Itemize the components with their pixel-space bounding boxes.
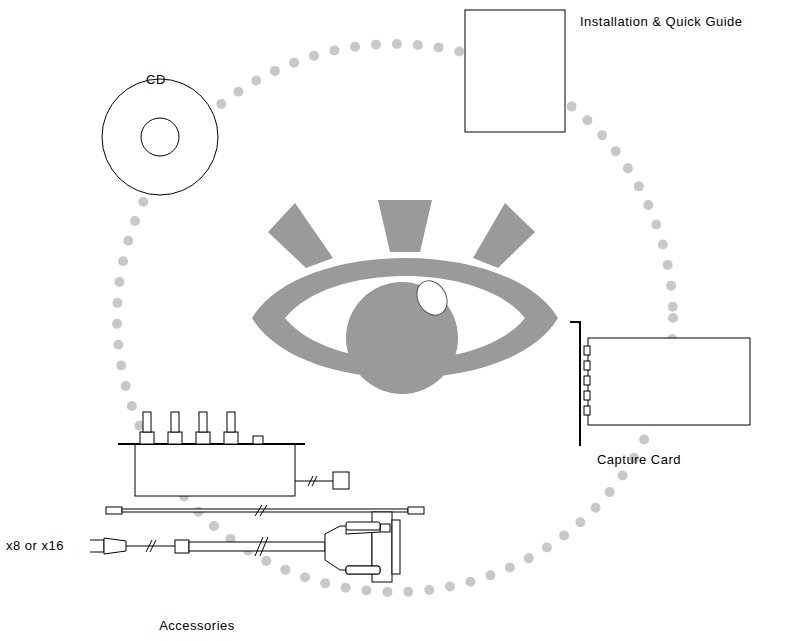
eye-pupil-light bbox=[411, 275, 453, 320]
part-name: Capture Card bbox=[597, 452, 681, 468]
part-name: Installation & Quick Guide bbox=[580, 14, 743, 30]
part-name: CD bbox=[146, 72, 166, 88]
breakout-box bbox=[118, 412, 349, 496]
db-cable bbox=[90, 512, 400, 582]
cd-disc bbox=[102, 79, 218, 195]
capture-card bbox=[570, 322, 750, 446]
callout-note: x8 or x16 bbox=[6, 538, 64, 554]
part-name: Accessories bbox=[159, 618, 235, 634]
cd-hole bbox=[141, 118, 179, 156]
guide-booklet bbox=[465, 10, 565, 132]
